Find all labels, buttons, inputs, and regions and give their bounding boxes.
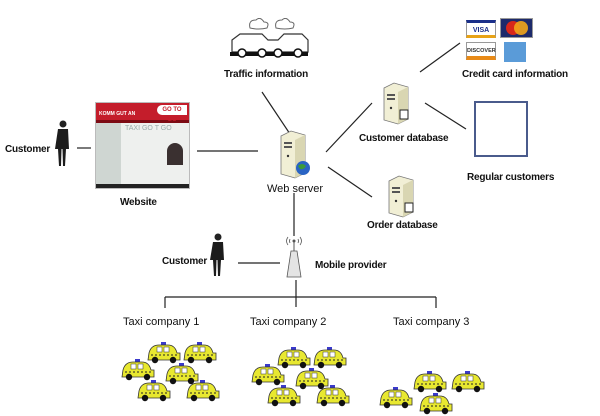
taxi-icon: [267, 385, 301, 407]
regular-customers-box: [474, 101, 528, 157]
edge-traffic-webserver: [261, 91, 291, 135]
visa-card: VISA: [466, 20, 496, 38]
mobile-provider-label: Mobile provider: [315, 260, 387, 271]
traffic-info-label: Traffic information: [224, 69, 308, 80]
discover-card: DISCOVER: [466, 42, 496, 60]
customer-db-label: Customer database: [359, 133, 449, 144]
taxi-company-3-label: Taxi company 3: [393, 316, 470, 328]
taxi-company-2-label: Taxi company 2: [250, 316, 327, 328]
website-label: Website: [120, 197, 157, 208]
taxi-icon: [419, 393, 453, 415]
taxi-icon: [186, 380, 220, 402]
database-server-icon: [383, 82, 409, 125]
edge-webserver-customerdb: [325, 102, 373, 153]
website-screenshot-icon: KOMM GUT AN GO TO GO TAXI GO T GO: [95, 102, 190, 189]
taxi-icon: [147, 342, 181, 364]
server-globe-icon: [280, 130, 310, 179]
amex-card: [504, 42, 526, 62]
taxi-icon: [121, 359, 155, 381]
taxi-icon: [413, 371, 447, 393]
order-db-label: Order database: [367, 220, 438, 231]
customer-mobile-label: Customer: [162, 256, 208, 267]
taxi-icon: [379, 387, 413, 409]
taxi-icon: [165, 363, 199, 385]
person-icon: [55, 120, 69, 166]
website-logo: GO TO GO: [157, 105, 187, 123]
edge-webserver-orderdb: [327, 166, 373, 198]
taxi-icon: [313, 347, 347, 369]
website-title-text: TAXI GO T GO: [125, 125, 172, 132]
mastercard-card: [500, 18, 533, 38]
regular-customers-label: Regular customers: [467, 172, 555, 183]
taxi-company-1-label: Taxi company 1: [123, 316, 200, 328]
taxi-icon: [451, 371, 485, 393]
antenna-tower-icon: [286, 236, 302, 278]
edge-customerdb-regular: [424, 102, 467, 130]
traffic-jam-icon: [230, 18, 309, 58]
taxi-icon: [137, 380, 171, 402]
taxi-icon: [316, 385, 350, 407]
taxi-icon: [295, 368, 329, 390]
taxi-icon: [251, 364, 285, 386]
web-server-label: Web server: [267, 183, 324, 195]
website-header-text: KOMM GUT AN: [99, 111, 136, 117]
database-server-icon: [388, 175, 414, 218]
taxi-icon: [183, 342, 217, 364]
edge-customerdb-creditcards: [419, 42, 461, 73]
credit-card-label: Credit card information: [462, 69, 568, 80]
person-icon: [210, 233, 224, 276]
customer-web-label: Customer: [5, 144, 51, 155]
taxi-icon: [277, 347, 311, 369]
